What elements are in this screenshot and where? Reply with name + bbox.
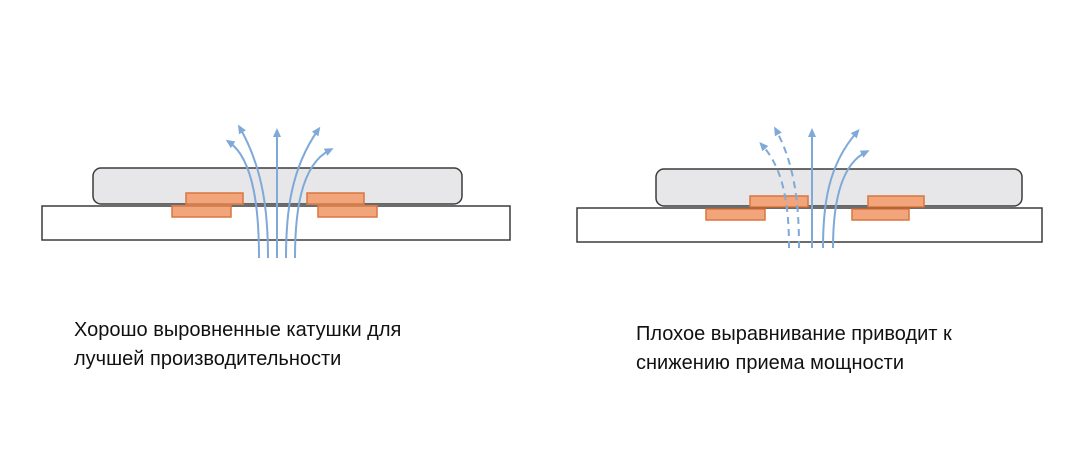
good-alignment-panel [41,124,511,259]
good-alignment-caption: Хорошо выровненные катушки для лучшей пр… [74,316,514,374]
field-line-arrow [294,148,334,259]
transmitter-coil-left-a [171,205,232,218]
caption-line: Плохое выравнивание приводит к [636,323,952,345]
receiver-coil-left-b [306,192,365,205]
field-line-arrow [285,126,321,259]
magnetic-field-lines-left [225,124,334,259]
field-line-arrow [822,128,860,249]
transmitter-coil-right-b [851,208,910,221]
transmitter-coil-left-b [317,205,378,218]
caption-line: снижению приема мощности [636,352,904,374]
receiver-coil-right-b [867,195,925,208]
field-line-arrow [832,150,870,249]
poor-alignment-panel [576,126,1043,249]
caption-line: Хорошо выровненные катушки для [74,319,402,341]
device-body-right [655,168,1023,207]
caption-line: лучшей производительности [74,348,342,370]
poor-alignment-caption: Плохое выравнивание приводит к снижению … [636,320,1056,378]
charging-pad-right [576,207,1043,243]
receiver-coil-left-a [185,192,244,205]
field-line-arrow [238,124,269,259]
receiver-coil-right-a [749,195,809,208]
field-line-dashed-arrow [774,126,800,249]
field-line-arrow [225,139,260,259]
transmitter-coil-right-a [705,208,766,221]
magnetic-field-lines-right [759,126,870,249]
field-line-dashed-arrow [759,142,790,249]
